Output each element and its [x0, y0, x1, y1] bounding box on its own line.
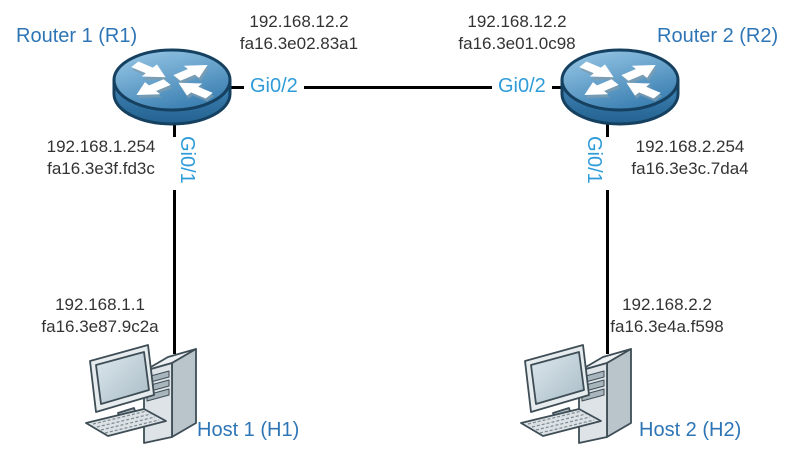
router-2-icon	[558, 36, 682, 132]
r1-wan-ip: 192.168.12.2	[249, 12, 349, 31]
r1-lan-mac: fa16.3e3f.fd3c	[47, 159, 155, 178]
host-1-icon	[84, 337, 226, 449]
r1-wan-mac: fa16.3e02.83a1	[239, 34, 359, 53]
r2-lan-ip: 192.168.2.254	[635, 137, 745, 156]
router-icon	[112, 48, 232, 126]
host-2-icon	[519, 337, 661, 449]
r2-wan-ip: 192.168.12.2	[467, 12, 567, 31]
host-2-title: Host 2 (H2)	[639, 419, 742, 441]
desktop-computer-icon	[520, 344, 632, 444]
r1-lan-address-block: 192.168.1.254 fa16.3e3f.fd3c	[16, 136, 186, 180]
r2-gi0-2-interface-label: Gi0/2	[492, 75, 552, 98]
h2-mac: fa16.3e4a.f598	[610, 317, 724, 336]
r1-wan-address-block: 192.168.12.2 fa16.3e02.83a1	[214, 11, 384, 55]
h1-ip: 192.168.1.1	[55, 295, 145, 314]
r1-gi0-2-interface-label: Gi0/2	[244, 75, 304, 98]
host-1-title: Host 1 (H1)	[197, 419, 300, 441]
router-2-title: Router 2 (R2)	[657, 25, 779, 47]
link-r1-h1-upper	[173, 121, 176, 137]
r2-gi0-1-interface-label: Gi0/1	[583, 136, 605, 184]
link-r1-h1-lower	[173, 190, 176, 354]
h2-ip: 192.168.2.2	[622, 295, 712, 314]
h1-address-block: 192.168.1.1 fa16.3e87.9c2a	[15, 294, 185, 338]
r2-wan-mac: fa16.3e01.0c98	[458, 34, 576, 53]
r2-wan-address-block: 192.168.12.2 fa16.3e01.0c98	[432, 11, 602, 55]
link-r1-r2	[228, 86, 566, 89]
link-r2-h2-lower	[606, 190, 609, 354]
link-r2-h2-upper	[606, 121, 609, 137]
r2-lan-mac: fa16.3e3c.7da4	[631, 159, 749, 178]
r2-lan-address-block: 192.168.2.254 fa16.3e3c.7da4	[605, 136, 775, 180]
h2-address-block: 192.168.2.2 fa16.3e4a.f598	[582, 294, 752, 338]
router-1-icon	[110, 36, 234, 132]
desktop-computer-icon	[85, 344, 197, 444]
h1-mac: fa16.3e87.9c2a	[41, 317, 159, 336]
router-icon	[560, 48, 680, 126]
r1-lan-ip: 192.168.1.254	[46, 137, 156, 156]
router-1-title: Router 1 (R1)	[16, 25, 138, 47]
